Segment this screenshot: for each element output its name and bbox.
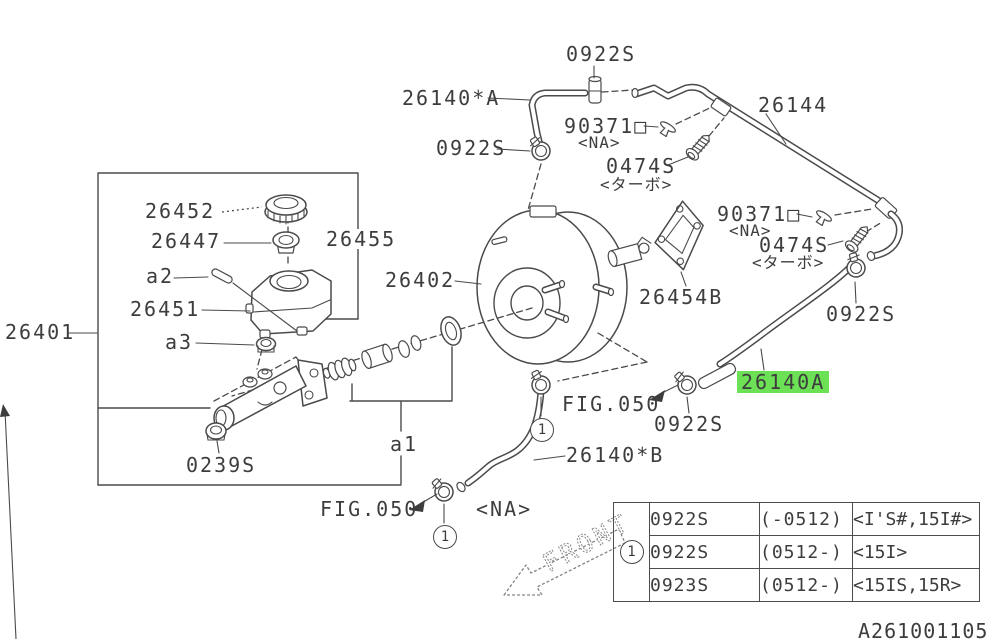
gasket-26454b (654, 200, 704, 271)
label-26140a-highlighted[interactable]: 26140A (737, 371, 830, 393)
drawing-code: A261001105 (858, 619, 989, 639)
cap-26452 (264, 194, 308, 225)
label-0922s-right: 0922S (826, 302, 897, 326)
label-0239s: 0239S (186, 453, 257, 477)
label-0474s-1: 0474S (606, 154, 677, 178)
cell-part: 0922S (649, 535, 760, 569)
fig050-arrow-left (409, 493, 438, 512)
label-a3: a3 (165, 330, 194, 354)
clamp-0922s-left (526, 133, 552, 163)
fig050-arrow-right (649, 384, 679, 402)
label-90371-2: 90371□ (717, 202, 802, 226)
hose-26140a (697, 260, 857, 390)
edge-leader (0, 404, 17, 639)
hose-26140xa (528, 89, 589, 149)
label-90371-1: 90371□ (564, 114, 649, 138)
label-0474s-2: 0474S (759, 233, 830, 257)
label-a2: a2 (146, 264, 175, 288)
label-26140-b: 26140*B (566, 443, 665, 467)
label-26401: 26401 (5, 320, 76, 344)
cell-models: <15I> (852, 535, 980, 569)
label-26455: 26455 (324, 227, 399, 251)
check-valve (607, 236, 652, 268)
label-26452: 26452 (145, 199, 216, 223)
cell-range: (0512-) (759, 535, 853, 569)
callout-1-table: 1 (619, 540, 644, 564)
label-26402: 26402 (385, 268, 456, 292)
hose-26140xb (456, 387, 545, 493)
callout-1-left: 1 (433, 525, 457, 549)
label-na-1: <NA> (578, 133, 621, 152)
cell-models: <I'S#,15I#> (852, 502, 980, 536)
group-box-26401 (97, 172, 402, 486)
cell-range: (0512-) (759, 568, 853, 602)
cell-part: 0923S (649, 568, 760, 602)
reservoir-26451 (245, 269, 332, 339)
nut-0239s (205, 422, 227, 441)
table-row: 0922S (0512-) <15I> (614, 535, 980, 569)
pipe-26144 (631, 83, 903, 261)
screw-0474s-2 (842, 221, 874, 255)
label-fig050-left: FIG.050 (320, 497, 419, 521)
label-26140-a: 26140*A (402, 86, 501, 110)
clip-90371-1 (655, 119, 678, 140)
label-a1: a1 (390, 432, 419, 456)
clamp-callout-right (528, 368, 551, 395)
label-na-bottom: <NA> (476, 497, 533, 521)
grommet-26447 (272, 231, 300, 254)
label-26447: 26447 (151, 229, 222, 253)
fitting-0922s-top (588, 75, 602, 104)
label-0922s-top: 0922S (566, 42, 637, 66)
clamp-callout-left (427, 473, 456, 505)
label-turbo-1: <ターボ> (600, 175, 673, 194)
master-cylinder (213, 359, 328, 431)
brake-booster (476, 205, 628, 365)
label-26451: 26451 (130, 297, 201, 321)
label-0922s-mid: 0922S (654, 412, 725, 436)
callout-1-right: 1 (530, 418, 554, 442)
cell-range: (-0512) (759, 502, 853, 536)
table-row: 0923S (0512-) <15IS,15R> (614, 568, 980, 602)
clip-90371-2 (811, 208, 834, 229)
clamp-0922s-mid (670, 366, 700, 398)
leader-lines (68, 65, 857, 524)
table-ref-cell: 1 (613, 502, 650, 602)
cell-models: <15IS,15R> (852, 568, 980, 602)
label-26454b: 26454B (639, 285, 724, 309)
table-row: 1 0922S (-0512) <I'S#,15I#> (613, 502, 980, 602)
seal-kit-a1 (322, 316, 462, 485)
applicability-table: 1 0922S (-0512) <I'S#,15I#> 0922S (0512-… (613, 502, 980, 602)
nut-a3 (255, 336, 277, 353)
label-fig050-right: FIG.050 (562, 392, 661, 416)
label-na-2: <NA> (729, 221, 772, 240)
cell-part: 0922S (649, 502, 760, 536)
label-turbo-2: <ターボ> (752, 253, 825, 272)
label-26144: 26144 (758, 93, 829, 117)
pin-a2 (211, 268, 298, 332)
label-0922s-left: 0922S (436, 136, 507, 160)
